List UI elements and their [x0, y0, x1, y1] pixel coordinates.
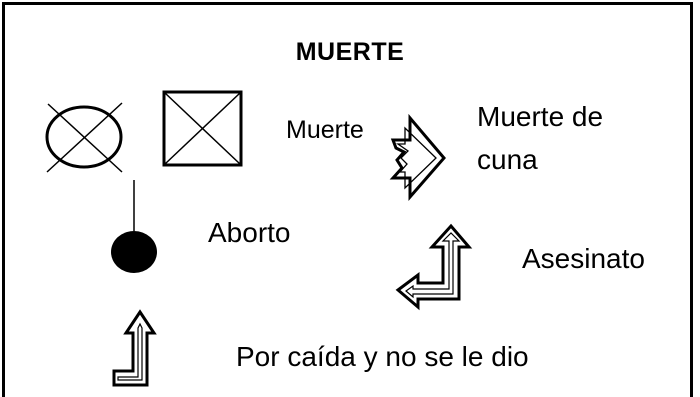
label-aborto: Aborto: [208, 217, 291, 248]
diagram-title: MUERTE: [295, 38, 405, 66]
label-muerte-de-cuna-line1: Muerte de: [477, 101, 604, 132]
jagged-arrow-icon: [389, 113, 446, 202]
filled-circle-stem-icon: [111, 180, 157, 273]
hook-arrow-icon: [395, 223, 473, 311]
crossed-square-icon: [162, 90, 243, 167]
label-asesinato: Asesinato: [522, 243, 645, 274]
small-hook-arrow-icon: [112, 309, 157, 387]
crossed-circle-icon: [45, 102, 123, 173]
label-por-caida: Por caída y no se le dio: [236, 341, 529, 372]
label-muerte: Muerte: [286, 116, 364, 144]
label-muerte-de-cuna-line2: cuna: [477, 144, 538, 175]
